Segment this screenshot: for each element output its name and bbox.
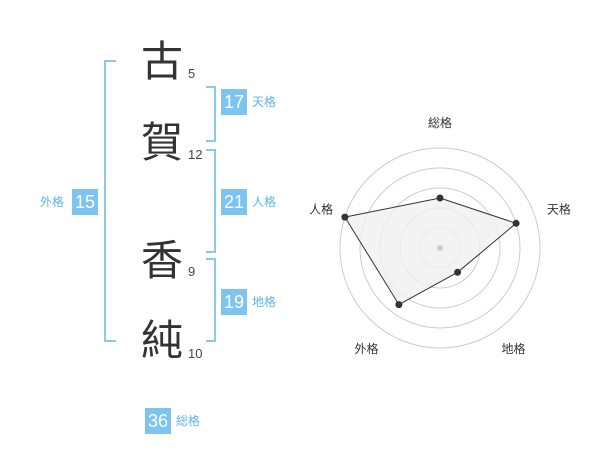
radar-center-dot xyxy=(437,245,443,251)
radar-point-3 xyxy=(454,268,462,276)
radar-point-5 xyxy=(341,213,349,221)
soukaku-label: 総格 xyxy=(176,414,201,428)
tenkaku-value: 17 xyxy=(221,89,247,115)
jinkaku-label: 人格 xyxy=(252,195,277,209)
radar-axis-label-3: 地格 xyxy=(501,341,525,356)
chikaku-bracket xyxy=(206,258,216,342)
radar-axis-label-4: 外格 xyxy=(354,341,378,356)
gaikaku-label: 外格 xyxy=(40,195,65,209)
chikaku-value: 19 xyxy=(221,289,247,315)
stroke-count-2: 12 xyxy=(188,147,203,162)
gaikaku-value: 15 xyxy=(72,189,98,215)
stroke-count-3: 9 xyxy=(188,264,196,279)
radar-series-polygon xyxy=(344,197,518,306)
radar-point-1 xyxy=(436,194,444,202)
name-char-1: 古 xyxy=(140,37,183,86)
radar-point-2 xyxy=(512,219,520,227)
soukaku-value: 36 xyxy=(145,408,171,434)
name-char-4: 純 xyxy=(140,316,183,365)
tenkaku-label: 天格 xyxy=(252,95,277,109)
radar-axis-label-2: 天格 xyxy=(547,201,571,216)
jinkaku-bracket xyxy=(206,149,216,253)
stroke-count-4: 10 xyxy=(188,346,203,361)
stroke-count-1: 5 xyxy=(188,66,196,81)
name-char-3: 香 xyxy=(140,236,183,285)
jinkaku-value: 21 xyxy=(221,189,247,215)
chikaku-label: 地格 xyxy=(252,295,277,309)
radar-axis-label-1: 総格 xyxy=(428,115,452,130)
gaikaku-bracket xyxy=(104,60,116,342)
radar-point-4 xyxy=(395,301,403,309)
radar-grid-ring xyxy=(359,167,521,329)
radar-axis-label-5: 人格 xyxy=(309,201,333,216)
name-char-2: 賀 xyxy=(140,118,183,167)
tenkaku-bracket xyxy=(206,86,216,142)
radar-grid-ring xyxy=(339,147,541,349)
